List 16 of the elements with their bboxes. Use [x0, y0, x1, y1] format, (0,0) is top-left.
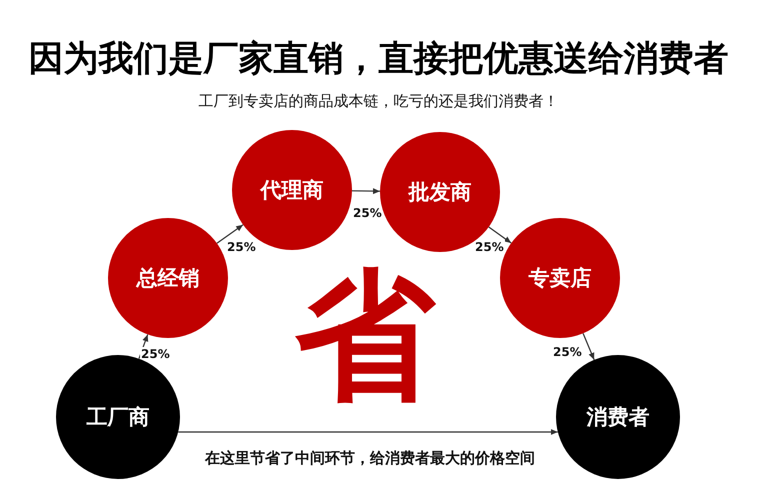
edge-label: 在这里节省了中间环节，给消费者最大的价格空间 [204, 448, 536, 468]
arrow [216, 224, 244, 244]
subtitle: 工厂到专卖店的商品成本链，吃亏的还是我们消费者！ [198, 91, 560, 111]
node-label: 消费者 [586, 404, 650, 431]
arrow [488, 226, 512, 244]
node-label: 代理商 [260, 177, 324, 204]
title: 因为我们是厂家直销，直接把优惠送给消费者 [28, 38, 730, 80]
arrow [582, 333, 595, 360]
arrow [352, 188, 380, 194]
arrow [178, 429, 558, 435]
node-label: 专卖店 [528, 265, 592, 292]
edge-label: 25% [352, 206, 383, 220]
big-character: 省 [294, 262, 437, 412]
node-label: 总经销 [136, 265, 200, 292]
node-label: 工厂商 [86, 404, 150, 431]
node-label: 批发商 [408, 179, 472, 206]
